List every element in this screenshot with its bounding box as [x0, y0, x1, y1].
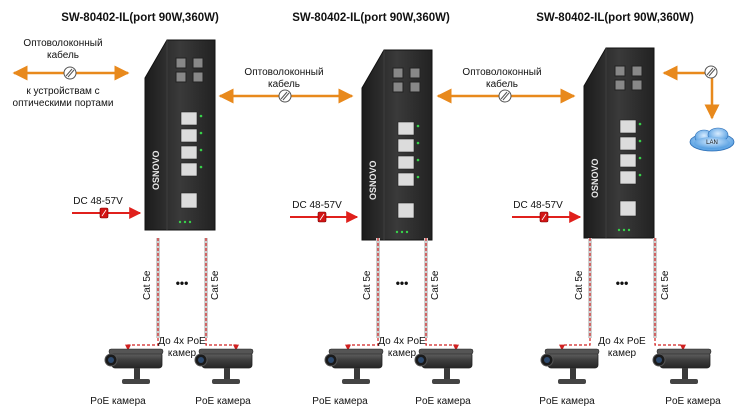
camera-label-1a: PoE камера — [90, 396, 146, 407]
camera-label-3b: PoE камера — [665, 396, 721, 407]
switch-3-title: SW-80402-IL(port 90W,360W) — [536, 12, 694, 24]
cable-label-1b: Cat 5e — [210, 270, 221, 300]
fiber-label-mid2-2: кабель — [486, 78, 518, 90]
cable-label-2b: Cat 5e — [430, 270, 441, 300]
cable-right-1 — [204, 236, 239, 351]
switch-3-brand: OSNOVO — [590, 158, 600, 198]
lan-cloud-icon: LAN — [689, 127, 735, 152]
power-label-3: DC 48-57V — [513, 200, 563, 211]
cable-left-1 — [125, 236, 160, 351]
power-plug-icon — [99, 207, 109, 219]
ellipsis-3: ••• — [616, 276, 629, 290]
poe-note-3b: камер — [608, 348, 637, 359]
camera-icon — [194, 348, 254, 385]
camera-icon — [414, 348, 474, 385]
fiber-break-icon — [704, 65, 718, 79]
camera-label-3a: PoE камера — [539, 396, 595, 407]
poe-note-3a: До 4х PoE — [598, 336, 646, 347]
fiber-break-icon — [278, 89, 292, 103]
cable-left-2 — [345, 236, 380, 351]
switch-1: OSNOVO — [144, 39, 216, 231]
ellipsis-1: ••• — [176, 276, 189, 290]
switch-3: OSNOVO — [583, 47, 655, 239]
devices-label-2: оптическими портами — [13, 98, 114, 109]
camera-icon — [540, 348, 600, 385]
switch-2-title: SW-80402-IL(port 90W,360W) — [292, 12, 450, 24]
poe-note-1b: камер — [168, 348, 197, 359]
fiber-label-mid1-2: кабель — [268, 78, 300, 90]
switch-2-brand: OSNOVO — [368, 160, 378, 200]
camera-label-1b: PoE камера — [195, 396, 251, 407]
cable-right-3 — [653, 236, 686, 351]
switch-2: OSNOVO — [361, 49, 433, 241]
fiber-arrow-lan — [662, 65, 720, 120]
cable-left-3 — [559, 236, 592, 351]
cable-label-3b: Cat 5e — [660, 270, 671, 300]
fiber-break-icon — [63, 66, 77, 80]
cable-label-1a: Cat 5e — [142, 270, 153, 300]
fiber-label-left-1: Оптоволоконный — [23, 38, 102, 49]
camera-label-2a: PoE камера — [312, 396, 368, 407]
ellipsis-2: ••• — [396, 276, 409, 290]
poe-note-1a: До 4х PoE — [158, 336, 206, 347]
switch-1-title: SW-80402-IL(port 90W,360W) — [61, 12, 219, 24]
fiber-label-left-2: кабель — [47, 49, 79, 61]
lan-label: LAN — [706, 140, 718, 146]
cable-label-2a: Cat 5e — [362, 270, 373, 300]
switch-1-brand: OSNOVO — [151, 150, 161, 190]
fiber-label-mid1-1: Оптоволоконный — [244, 67, 323, 78]
fiber-break-icon — [498, 89, 512, 103]
fiber-label-mid2-1: Оптоволоконный — [462, 67, 541, 78]
cable-right-2 — [424, 236, 459, 351]
cable-label-3a: Cat 5e — [574, 270, 585, 300]
power-label-1: DC 48-57V — [73, 196, 123, 207]
poe-note-2b: камер — [388, 348, 417, 359]
camera-icon — [104, 348, 164, 385]
camera-icon — [324, 348, 384, 385]
camera-label-2b: PoE камера — [415, 396, 471, 407]
devices-label-1: к устройствам с — [26, 86, 99, 97]
power-label-2: DC 48-57V — [292, 200, 342, 211]
power-plug-icon — [539, 211, 549, 223]
power-plug-icon — [317, 211, 327, 223]
poe-note-2a: До 4х PoE — [378, 336, 426, 347]
camera-icon — [652, 348, 712, 385]
